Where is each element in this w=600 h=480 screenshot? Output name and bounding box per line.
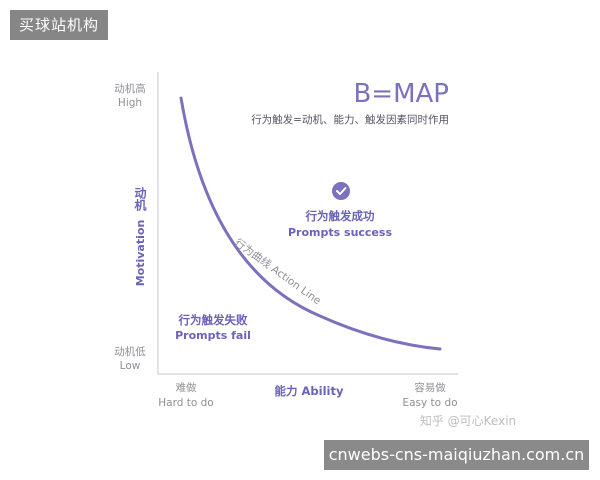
action-line-label: 行为曲线 Action Line	[232, 236, 323, 307]
action-line	[179, 96, 442, 351]
x-right-en: Easy to do	[402, 397, 457, 409]
success-label-en: Prompts success	[288, 226, 392, 239]
x-left-en: Hard to do	[158, 397, 213, 409]
success-label-cn: 行为触发成功	[305, 209, 375, 223]
x-right-cn: 容易做	[414, 381, 446, 394]
author-watermark: 知乎 @可心Kexin	[420, 414, 516, 428]
x-left-cn: 难做	[176, 381, 197, 394]
y-low-en: Low	[120, 360, 141, 372]
diagram-subtitle: 行为触发=动机、能力、触发因素同时作用	[251, 113, 449, 126]
bottom-watermark: cnwebs-cns-maiqiuzhan.com.cn	[324, 440, 589, 470]
top-watermark: 买球站机构	[10, 10, 108, 40]
y-high-cn: 动机高	[114, 82, 146, 95]
y-axis-label-cn: 动机	[133, 187, 147, 212]
y-high-en: High	[118, 97, 142, 109]
diagram-title: B=MAP	[353, 79, 449, 109]
y-axis-label-en: Motivation	[134, 220, 147, 287]
check-circle-icon	[332, 182, 350, 200]
y-low-cn: 动机低	[114, 345, 146, 358]
x-axis-label: 能力 Ability	[275, 384, 344, 398]
fail-label-cn: 行为触发失败	[178, 313, 248, 327]
fail-label-en: Prompts fail	[175, 329, 251, 342]
